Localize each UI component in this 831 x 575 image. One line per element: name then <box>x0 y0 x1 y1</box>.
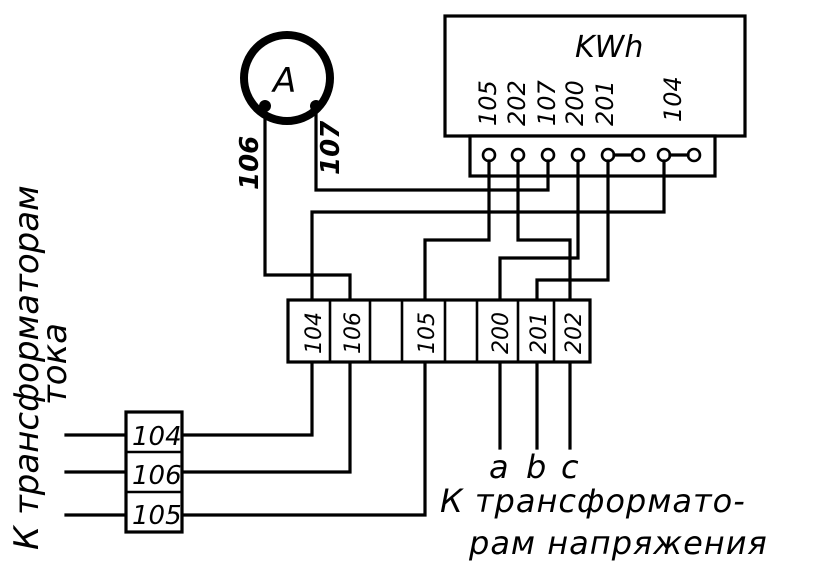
wire-106 <box>263 104 352 302</box>
terminal-block-cell: 106 <box>341 312 366 354</box>
phase-label-b: b <box>526 448 546 486</box>
wire-202 <box>516 159 572 302</box>
voltage-transformers-label-line2: рам напряжения <box>468 524 768 562</box>
wire-104-out <box>178 360 314 437</box>
meter-terminal <box>600 147 616 163</box>
terminal-block: 104 106 105 200 201 202 <box>286 298 592 364</box>
current-transformers-label-line1: К трансформаторам <box>7 185 47 550</box>
terminal-block-cell: 200 <box>489 312 514 354</box>
meter-terminal <box>656 147 672 163</box>
voltage-transformers-label-line1: К трансформато- <box>440 482 746 520</box>
ammeter-label: A <box>271 61 296 101</box>
wire-106-out <box>178 360 352 474</box>
terminal-block-cell: 105 <box>415 312 440 354</box>
ammeter: A 106 107 <box>235 31 346 190</box>
left-block-cell: 105 <box>132 501 182 531</box>
meter-terminal <box>540 147 556 163</box>
wire-105-out <box>178 360 427 517</box>
meter-terminal <box>510 147 526 163</box>
meter-body <box>443 14 747 138</box>
meter-terminal-label: 200 <box>561 80 589 126</box>
meter-terminal-label: 105 <box>474 80 502 126</box>
left-terminal-block: 104 106 105 <box>124 410 184 534</box>
current-transformers-label-line2: тока <box>35 323 75 405</box>
kwh-meter: KWh 105 202 107 200 201 104 <box>443 14 747 178</box>
wire-105 <box>423 159 491 302</box>
ammeter-wire-label: 107 <box>316 120 346 175</box>
wires <box>64 104 666 517</box>
meter-title: KWh <box>575 30 643 65</box>
terminal-block-cell: 202 <box>562 312 587 354</box>
phase-label-c: c <box>561 448 579 486</box>
meter-terminal <box>570 147 586 163</box>
wire-200 <box>498 159 580 302</box>
meter-terminal <box>630 147 646 163</box>
left-block-cell: 106 <box>132 461 182 491</box>
ammeter-wire-label: 106 <box>235 136 265 190</box>
ammeter-circle <box>240 31 334 125</box>
left-block-frame <box>124 410 184 534</box>
meter-terminal-label: 201 <box>591 80 619 126</box>
phase-label-a: a <box>489 448 509 486</box>
meter-terminal <box>686 147 702 163</box>
wire-107 <box>314 104 550 192</box>
terminal-block-cell: 201 <box>527 312 552 354</box>
terminal-block-cell: 104 <box>302 312 327 354</box>
meter-terminal-label: 104 <box>659 76 687 122</box>
meter-terminal-label: 202 <box>503 80 531 126</box>
wire-201 <box>535 159 610 302</box>
terminal-block-frame <box>286 298 592 364</box>
meter-terminal <box>481 147 497 163</box>
meter-terminal-label: 107 <box>533 79 561 126</box>
left-block-cell: 104 <box>132 422 182 452</box>
